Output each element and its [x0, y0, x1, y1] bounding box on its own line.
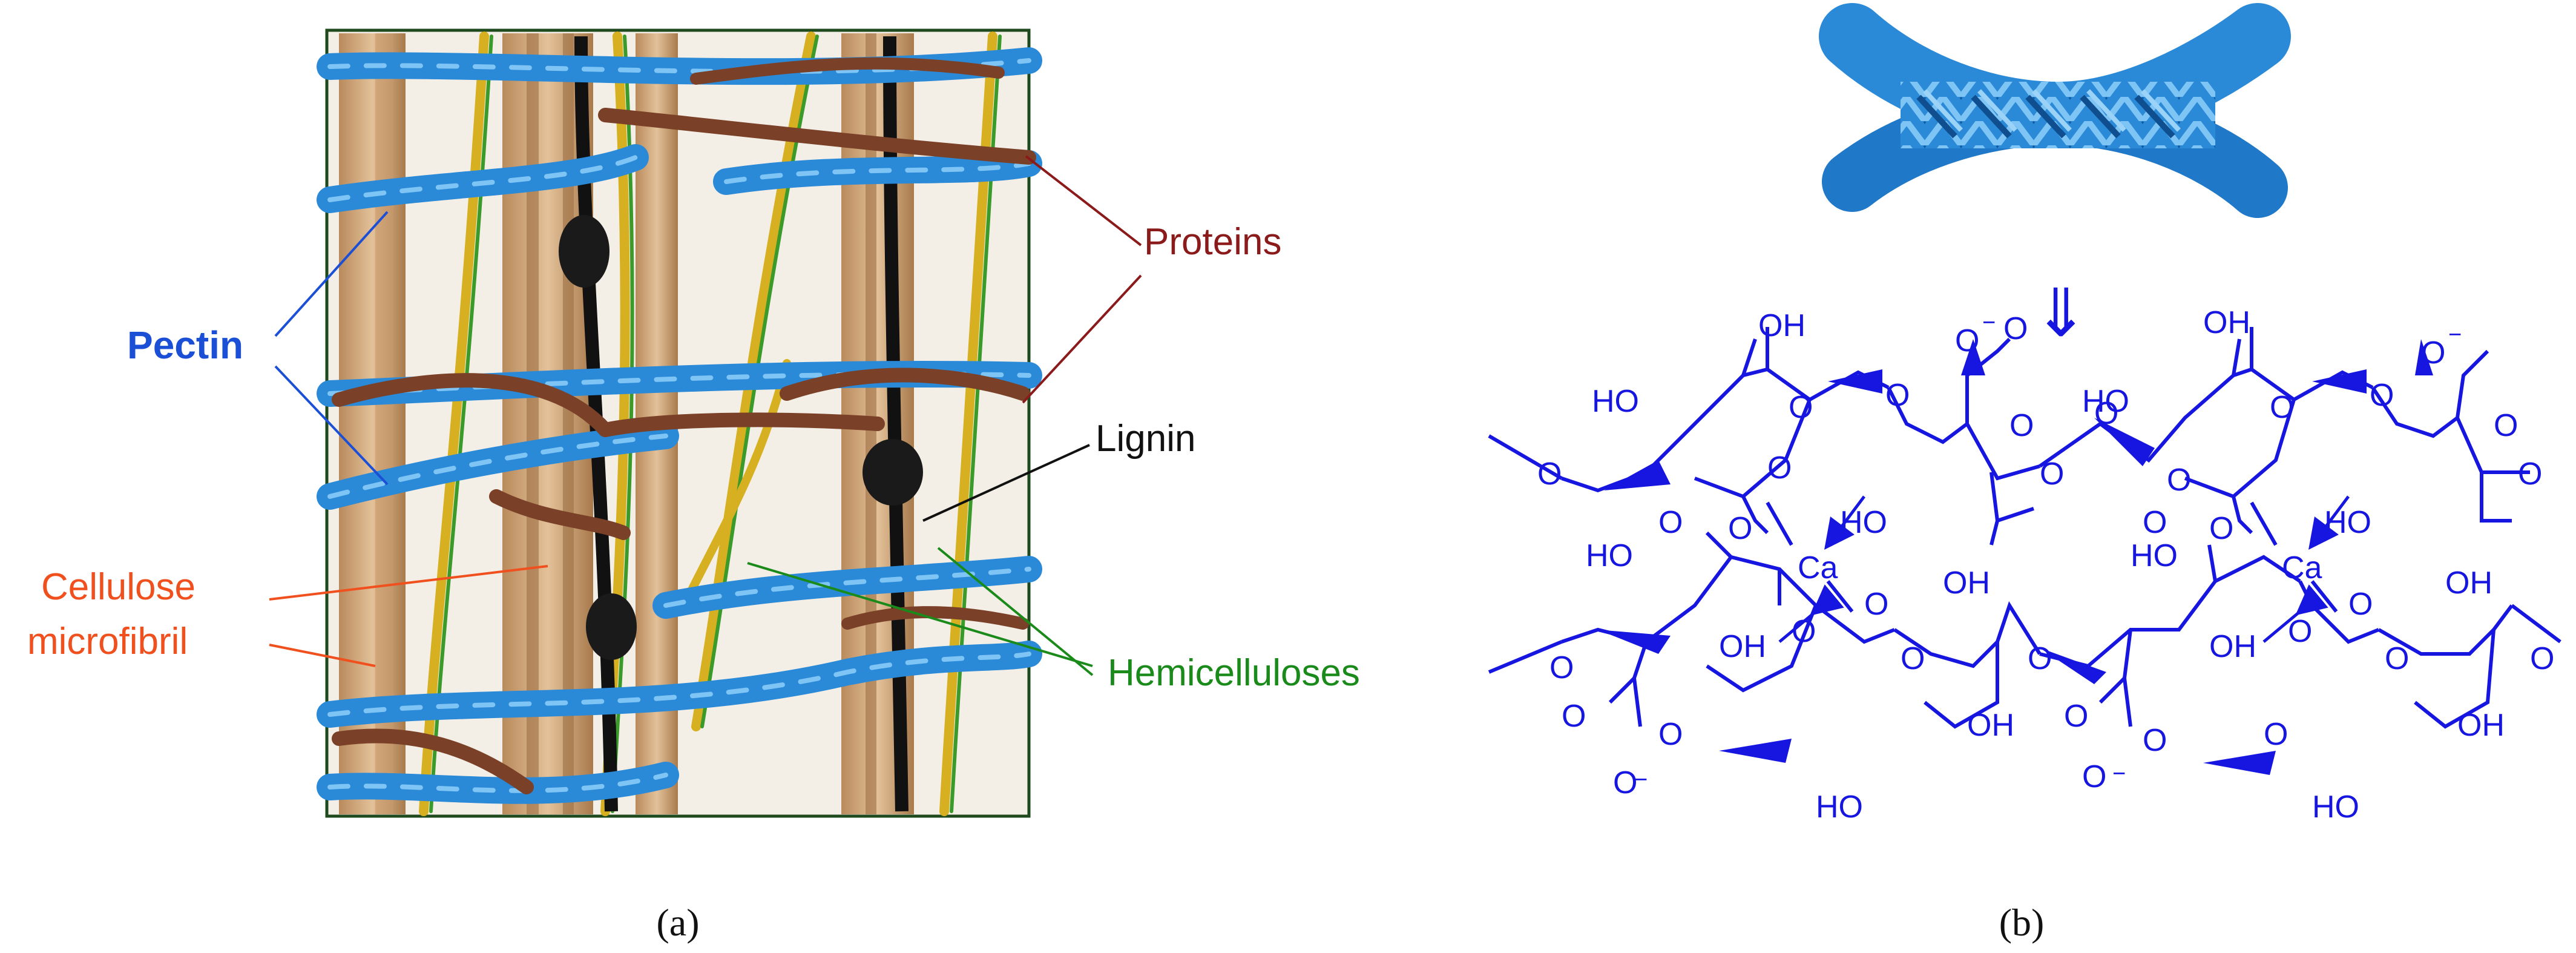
atom-label: O — [2348, 587, 2373, 622]
atom-label: O — [1549, 650, 1574, 685]
caption-a: (a) — [656, 901, 699, 944]
proteins-leader-upper — [1025, 155, 1142, 246]
lignin-label: Lignin — [1096, 418, 1195, 460]
coordination-arrows — [1778, 495, 2350, 643]
atom-label: O — [2370, 378, 2394, 413]
cellulose-leader-lower — [269, 644, 376, 667]
atom-label: O — [2167, 463, 2191, 498]
cellulose-leader-upper — [269, 565, 548, 601]
atom-label: O — [2385, 641, 2409, 676]
atom-label: O — [1658, 717, 1683, 752]
atom-label: O — [2040, 457, 2064, 492]
atom-label: O — [1901, 641, 1925, 676]
atom-label: O — [2143, 723, 2167, 758]
hemicelluloses-leader-upper — [747, 562, 1093, 667]
proteins-leader-lower — [1022, 274, 1142, 404]
atom-label: HO — [2131, 538, 2178, 573]
pectin-leader-lower — [274, 365, 389, 486]
atom-label: HO — [2082, 384, 2129, 419]
cellulose-label-line1: Cellulose — [41, 566, 196, 608]
atom-label: OH — [1719, 629, 1766, 664]
atom-label: O — [2094, 396, 2118, 431]
atom-label: O — [1613, 765, 1637, 800]
wedge-bonds — [1598, 339, 2433, 775]
atom-label: O — [1562, 699, 1586, 734]
down-arrow-icon: ⇓ — [2033, 274, 2089, 352]
atom-label: HO — [2312, 790, 2359, 825]
atom-label: OH — [1758, 308, 1806, 343]
atom-label: O — [2009, 408, 2034, 443]
atom-label: O — [2264, 717, 2288, 752]
atom-label: O — [2518, 457, 2542, 492]
atom-label: O — [1885, 378, 1910, 413]
atom-label: HO — [1586, 538, 1633, 573]
atom-label: O — [2494, 408, 2518, 443]
atom-label: OH — [2203, 305, 2250, 340]
atom-label: O — [1658, 505, 1683, 540]
caption-b: (b) — [1999, 901, 2045, 944]
atom-label: O — [1789, 390, 1813, 425]
cellulose-label-line2: microfibril — [27, 621, 188, 662]
leader-lines — [269, 155, 1142, 676]
atom-label: O — [1792, 614, 1816, 649]
atom-label: O — [1728, 511, 1752, 546]
atom-labels: OH HO O O O O O HO Ca O O O − O O O OH O… — [1537, 305, 2554, 825]
hemicelluloses-leader-lower — [937, 547, 1094, 676]
proteins-label: Proteins — [1144, 221, 1281, 263]
charge-label: − — [1982, 310, 1996, 335]
atom-label: OH — [2457, 708, 2505, 743]
atom-label: HO — [1592, 384, 1639, 419]
atom-label: O — [2530, 641, 2554, 676]
atom-label: O — [2082, 759, 2106, 794]
atom-label: O — [2003, 311, 2028, 346]
atom-label: O — [1537, 457, 1562, 492]
lignin-leader — [922, 444, 1090, 522]
charge-label: − — [2448, 322, 2462, 348]
atom-label: O — [2028, 641, 2052, 676]
calcium-label: Ca — [1798, 550, 1838, 585]
cell-wall-model-photo — [317, 28, 1042, 818]
atom-label: OH — [1943, 566, 1990, 601]
hemicelluloses-label: Hemicelluloses — [1108, 652, 1360, 694]
egg-box-structure: OH HO O O O O O HO Ca O O O − O O O OH O… — [1488, 305, 2561, 825]
charge-label: − — [1634, 767, 1648, 793]
twisted-rope-image — [1819, 3, 2291, 218]
charge-label: − — [2112, 761, 2126, 786]
atom-label: HO — [2324, 505, 2371, 540]
panel-b: ⇓ — [1488, 3, 2561, 944]
atom-label: OH — [2209, 629, 2256, 664]
atom-label: O — [1767, 450, 1792, 486]
atom-label: O — [2421, 335, 2445, 371]
atom-label: OH — [2445, 566, 2492, 601]
atom-label: O — [2064, 699, 2088, 734]
atom-label: O — [2143, 505, 2167, 540]
atom-label: HO — [1816, 790, 1863, 825]
calcium-label: Ca — [2282, 550, 2322, 585]
atom-label: O — [1955, 323, 1979, 358]
pectin-leader-upper — [274, 211, 389, 337]
atom-label: HO — [1840, 505, 1887, 540]
atom-label: O — [2209, 511, 2233, 546]
panel-a: Pectin Proteins Lignin Cellulose microfi… — [27, 28, 1360, 944]
atom-label: O — [2288, 614, 2312, 649]
pectin-label: Pectin — [127, 323, 243, 367]
atom-label: O — [2270, 390, 2294, 425]
protein-rods — [332, 57, 1036, 794]
atom-label: OH — [1967, 708, 2014, 743]
atom-label: O — [1864, 587, 1888, 622]
